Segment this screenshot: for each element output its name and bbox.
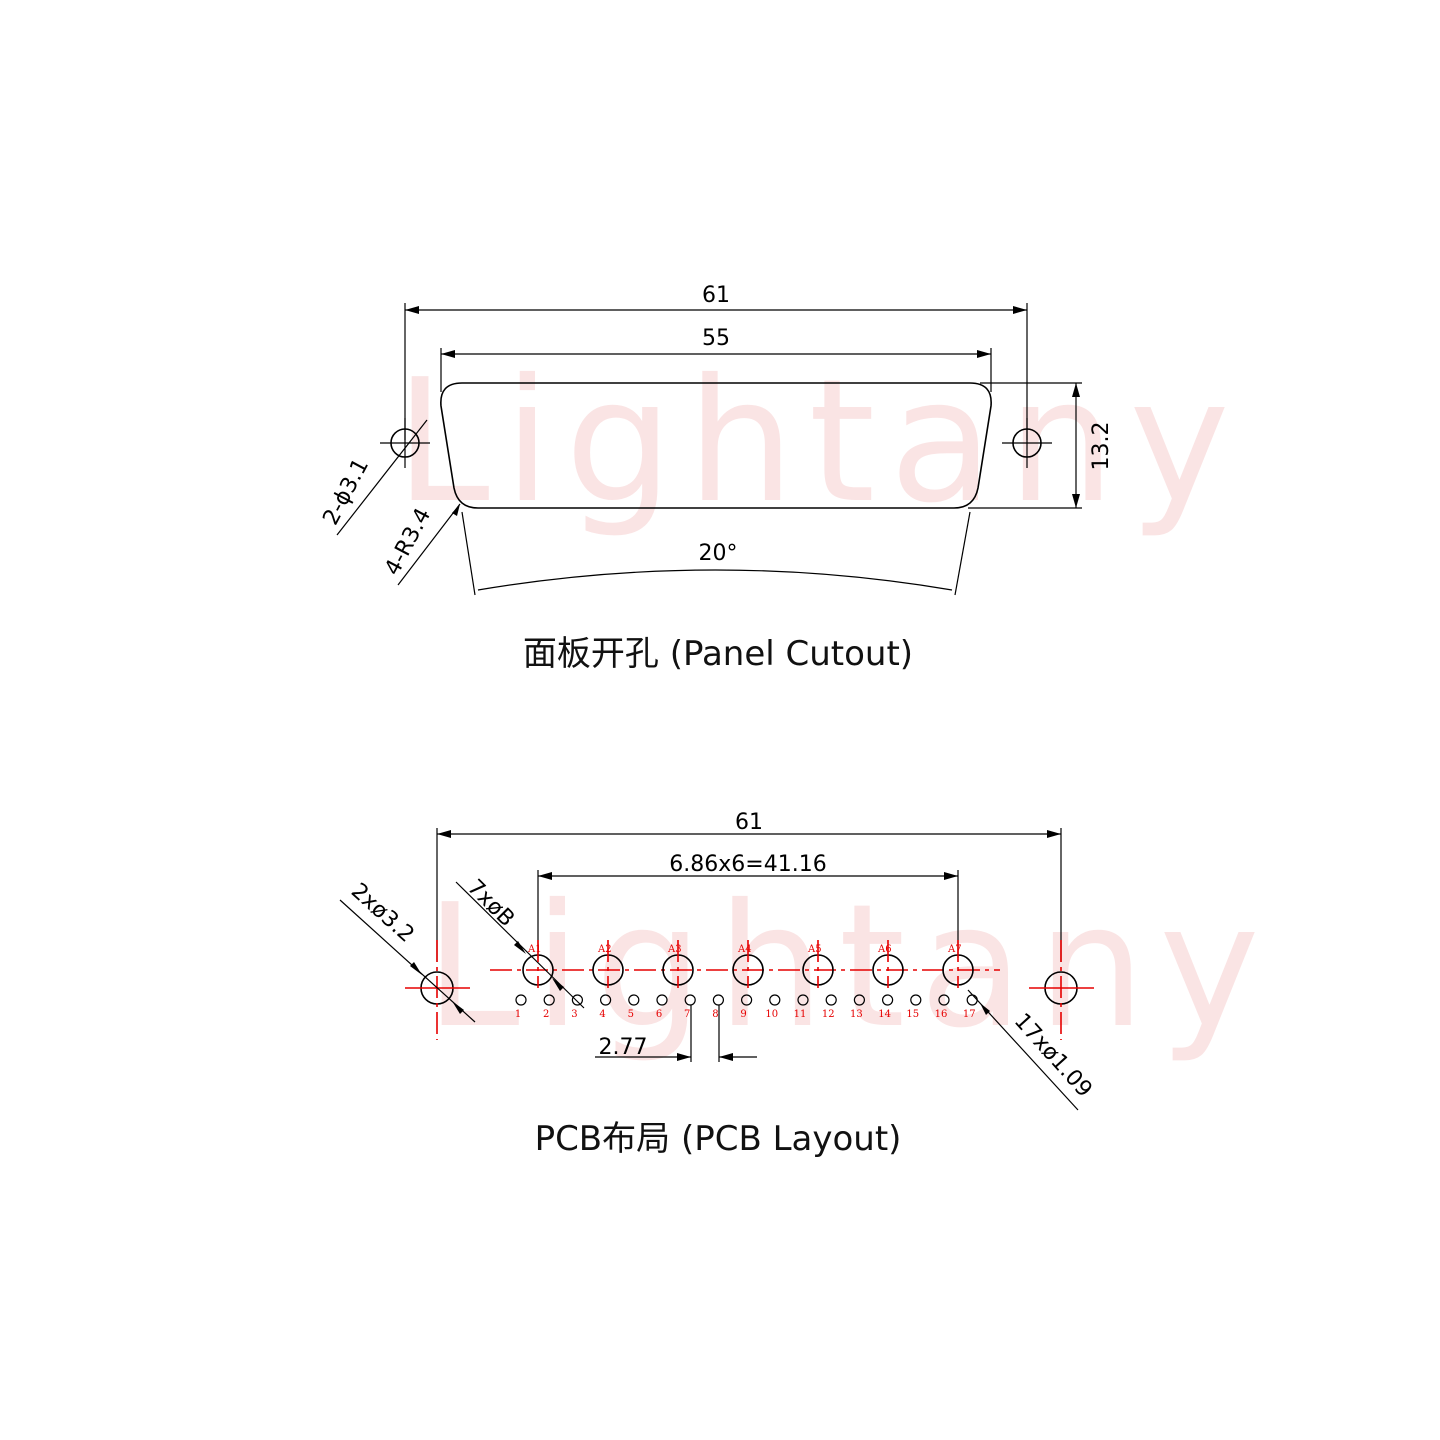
small-pin-label: 14 <box>878 1009 891 1020</box>
small-pin-15: 15 <box>906 994 922 1020</box>
small-pin-11: 11 <box>794 994 809 1020</box>
small-pin-label: 13 <box>850 1009 863 1020</box>
dim-55-label: 55 <box>702 326 730 351</box>
small-pin-label: 16 <box>935 1009 948 1020</box>
small-pin-label: 4 <box>599 1009 605 1020</box>
small-pin-label: 7 <box>684 1009 690 1020</box>
small-pin-label: 3 <box>571 1009 577 1020</box>
big-pin-label: A1 <box>527 944 542 955</box>
big-pin-a7: A7 <box>942 940 974 988</box>
d-sub-cutout-outline <box>440 382 992 509</box>
small-pin-1: 1 <box>515 994 527 1020</box>
dim-radius-label: 4-R3.4 <box>380 504 436 580</box>
pcb-dim-small-pitch-label: 2.77 <box>599 1035 648 1060</box>
small-pin-5: 5 <box>628 994 640 1020</box>
small-pin-label: 8 <box>712 1009 718 1020</box>
small-pin-label: 5 <box>628 1009 634 1020</box>
big-pin-label: A7 <box>947 944 962 955</box>
watermark-top: Lightany <box>395 343 1244 541</box>
big-pin-label: A2 <box>597 944 612 955</box>
leader-holes <box>336 419 428 536</box>
small-pin-label: 12 <box>822 1009 835 1020</box>
angle-arc <box>477 569 953 591</box>
small-pin-label: 10 <box>765 1009 778 1020</box>
small-pin-3: 3 <box>571 994 584 1020</box>
dim-61-label: 61 <box>702 283 730 308</box>
dim-holes-label: 2-ϕ3.1 <box>318 455 374 530</box>
big-pin-a1: A1 <box>522 940 554 988</box>
small-pin-label: 1 <box>515 1009 521 1020</box>
big-pin-a4: A4 <box>732 940 764 988</box>
big-pin-a6: A6 <box>872 940 904 988</box>
small-pin-16: 16 <box>935 994 950 1020</box>
pcb-dim-mount-label: 2xø3.2 <box>346 879 419 948</box>
small-pin-label: 2 <box>543 1009 549 1020</box>
small-pin-10: 10 <box>765 994 781 1020</box>
small-pin-6: 6 <box>656 994 668 1020</box>
small-pin-14: 14 <box>878 994 894 1020</box>
dim-13-2-label: 13.2 <box>1089 422 1114 471</box>
angle-ext-left <box>461 511 476 596</box>
small-pin-label: 15 <box>906 1009 919 1020</box>
big-pin-a2: A2 <box>592 940 624 988</box>
small-pin-2: 2 <box>543 994 555 1020</box>
big-pin-a5: A5 <box>802 940 834 988</box>
angle-ext-right <box>954 511 971 596</box>
small-pin-12: 12 <box>822 994 837 1020</box>
pcb-dim-61-label: 61 <box>735 810 763 835</box>
small-pin-13: 13 <box>850 994 866 1020</box>
dim-angle-label: 20° <box>699 541 738 566</box>
pcb-mount-hole-right <box>1029 940 1094 1040</box>
watermark-bottom: Lightany <box>425 868 1274 1066</box>
pcb-dim-pitch-label: 6.86x6=41.16 <box>669 852 826 877</box>
leader-radius <box>397 503 461 586</box>
small-pin-9: 9 <box>740 994 753 1020</box>
panel-caption: 面板开孔 (Panel Cutout) <box>523 634 913 674</box>
small-pin-label: 9 <box>740 1009 746 1020</box>
big-pin-label: A5 <box>807 944 822 955</box>
pcb-caption: PCB布局 (PCB Layout) <box>535 1119 902 1159</box>
big-pin-label: A4 <box>737 944 752 955</box>
small-pin-label: 17 <box>963 1009 976 1020</box>
small-pin-label: 6 <box>656 1009 662 1020</box>
big-pin-label: A6 <box>877 944 892 955</box>
small-pin-4: 4 <box>599 994 612 1020</box>
small-pin-7: 7 <box>684 994 696 1020</box>
big-pin-label: A3 <box>667 944 682 955</box>
small-pin-label: 11 <box>794 1009 807 1020</box>
big-pin-a3: A3 <box>662 940 694 988</box>
